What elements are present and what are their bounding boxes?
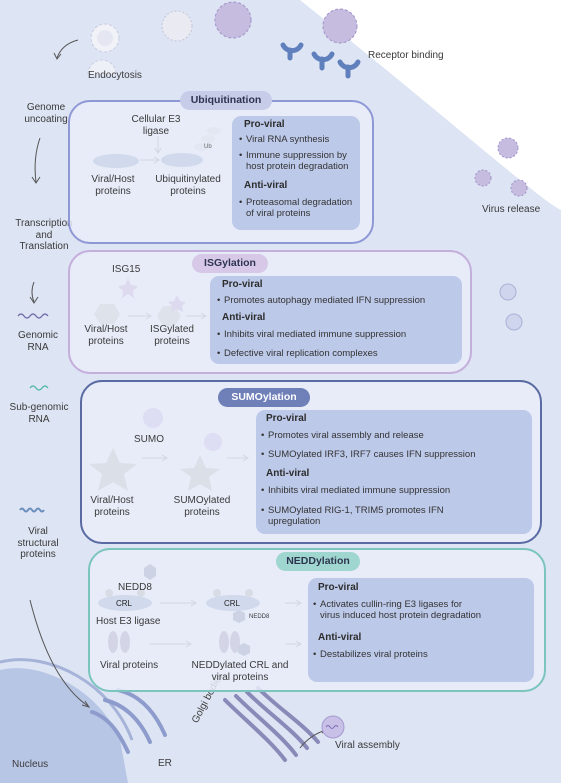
isgylation-pro-heading: Pro-viral bbox=[222, 279, 263, 290]
ubiquitination-pro-heading: Pro-viral bbox=[244, 119, 285, 130]
assembled-virus bbox=[321, 715, 345, 739]
receptor-icons bbox=[280, 42, 361, 79]
sumoylation-title: SUMOylation bbox=[218, 388, 310, 407]
er-label: ER bbox=[158, 758, 172, 769]
neddylation-title: NEDDylation bbox=[276, 552, 360, 571]
nedd8-small-label: NEDD8 bbox=[249, 614, 270, 620]
endocytosed-virus-icons bbox=[87, 1, 358, 75]
crl-label-neddylated: CRL bbox=[224, 599, 241, 608]
ub-tag: Ub bbox=[204, 144, 212, 150]
nucleus-shape bbox=[0, 668, 128, 783]
sumoylation-pro-item: Promotes viral assembly and release bbox=[261, 430, 424, 441]
released-virus-icons bbox=[474, 137, 528, 331]
receptor-binding-label: Receptor binding bbox=[368, 50, 444, 61]
isgylation-anti-item: Inhibits viral mediated immune suppressi… bbox=[217, 329, 406, 340]
isg15-label: ISG15 bbox=[112, 264, 141, 275]
sumoylation-pro-item: SUMOylated IRF3, IRF7 causes IFN suppres… bbox=[261, 449, 475, 460]
host-e3-ligase-label: Host E3 ligase bbox=[96, 616, 161, 627]
crl-label: CRL bbox=[116, 599, 133, 608]
nucleus-label: Nucleus bbox=[12, 759, 49, 770]
subgenomic-rna-icon bbox=[29, 385, 49, 391]
endocytosis-label: Endocytosis bbox=[88, 70, 142, 81]
ubiquitination-anti-heading: Anti-viral bbox=[244, 180, 288, 191]
neddylation-pro-item: Activates cullin-ring E3 ligases forviru… bbox=[313, 599, 481, 621]
ubiquitination-pro-item: Viral RNA synthesis bbox=[239, 134, 329, 145]
neddylation-anti-heading: Anti-viral bbox=[318, 632, 362, 643]
genomic-rna-icon bbox=[17, 313, 49, 319]
isgylation-anti-heading: Anti-viral bbox=[222, 312, 266, 323]
viral-proteins-label: Viral proteins bbox=[100, 660, 159, 671]
isgylation-anti-item: Defective viral replication complexes bbox=[217, 348, 378, 359]
ubiquitination-title: Ubiquitination bbox=[180, 91, 272, 110]
nedd8-label: NEDD8 bbox=[118, 582, 152, 593]
sumoylation-anti-item: SUMOylated RIG-1, TRIM5 promotes IFNupre… bbox=[261, 505, 444, 527]
sumoylation-anti-item: Inhibits viral mediated immune suppressi… bbox=[261, 485, 450, 496]
structural-protein-icon bbox=[19, 507, 45, 513]
golgi-shape bbox=[223, 686, 320, 762]
sumoylation-pro-heading: Pro-viral bbox=[266, 413, 307, 424]
neddylation-effects-box bbox=[308, 578, 534, 682]
virus-release-label: Virus release bbox=[482, 204, 541, 215]
nuclear-envelope bbox=[0, 658, 134, 741]
viral-assembly-label: Viral assembly bbox=[335, 740, 400, 751]
isgylation-title: ISGylation bbox=[192, 254, 268, 273]
sumo-label: SUMO bbox=[134, 434, 164, 445]
isgylation-pro-item: Promotes autophagy mediated IFN suppress… bbox=[217, 295, 425, 306]
neddylation-anti-item: Destabilizes viral proteins bbox=[313, 649, 428, 660]
sumoylation-anti-heading: Anti-viral bbox=[266, 468, 310, 479]
neddylation-pro-heading: Pro-viral bbox=[318, 582, 359, 593]
